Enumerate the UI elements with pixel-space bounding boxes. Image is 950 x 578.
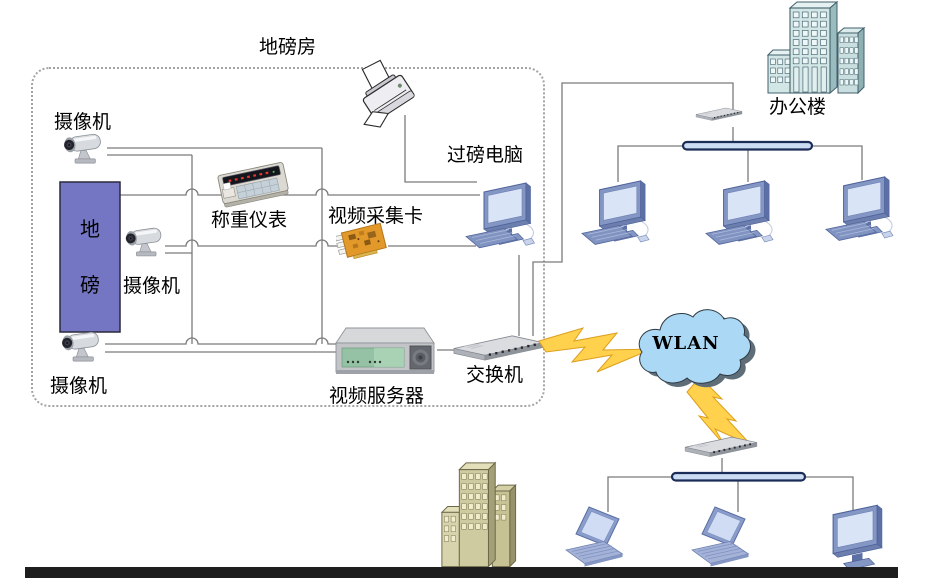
bottom-black-bar <box>25 567 898 578</box>
room-switch-icon <box>453 335 544 361</box>
remote-bus-bar <box>670 471 807 482</box>
room-title: 地磅房 <box>259 36 317 58</box>
weighbridge-room-box <box>31 67 545 407</box>
remote-laptop-2-icon <box>691 506 749 567</box>
office-building-label: 办公楼 <box>769 96 827 118</box>
camera-bottom-label: 摄像机 <box>50 375 108 397</box>
wlan-label: WLAN <box>652 333 720 354</box>
remote-monitor-icon <box>832 504 883 571</box>
scale-label: 地磅 <box>80 217 100 297</box>
office-pc-2-icon <box>706 181 773 245</box>
lightning-bolt-right <box>686 376 752 447</box>
office-pc-1-icon <box>582 181 649 245</box>
office-bus-bar <box>681 140 814 151</box>
weighbridge-scale <box>59 181 121 333</box>
lightning-bolt-left <box>538 327 653 373</box>
office-switch-icon <box>695 107 743 121</box>
weighing-indicator-label: 称重仪表 <box>211 209 288 231</box>
office-building-icon <box>767 1 865 94</box>
remote-switch-icon <box>684 436 758 458</box>
remote-building-icon <box>441 462 517 568</box>
switch-label: 交换机 <box>466 364 524 386</box>
video-server-label: 视频服务器 <box>329 385 425 407</box>
wlan-cloud <box>638 309 756 388</box>
camera-bottom-icon <box>60 330 100 362</box>
capture-card-label: 视频采集卡 <box>328 205 424 227</box>
remote-laptop-1-icon <box>565 506 623 567</box>
office-pc-3-icon <box>826 177 893 241</box>
weighing-pc-icon <box>466 183 535 248</box>
connection-lines <box>105 82 863 512</box>
camera-top-icon <box>62 132 102 164</box>
camera-top-label: 摄像机 <box>54 111 112 133</box>
video-capture-card-icon <box>336 222 388 262</box>
weighing-pc-label: 过磅电脑 <box>447 144 524 166</box>
camera-mid-icon <box>124 226 163 257</box>
camera-mid-label: 摄像机 <box>123 275 181 297</box>
weighing-indicator-icon <box>217 161 290 209</box>
video-server-icon <box>335 327 435 375</box>
printer-icon <box>348 56 420 135</box>
